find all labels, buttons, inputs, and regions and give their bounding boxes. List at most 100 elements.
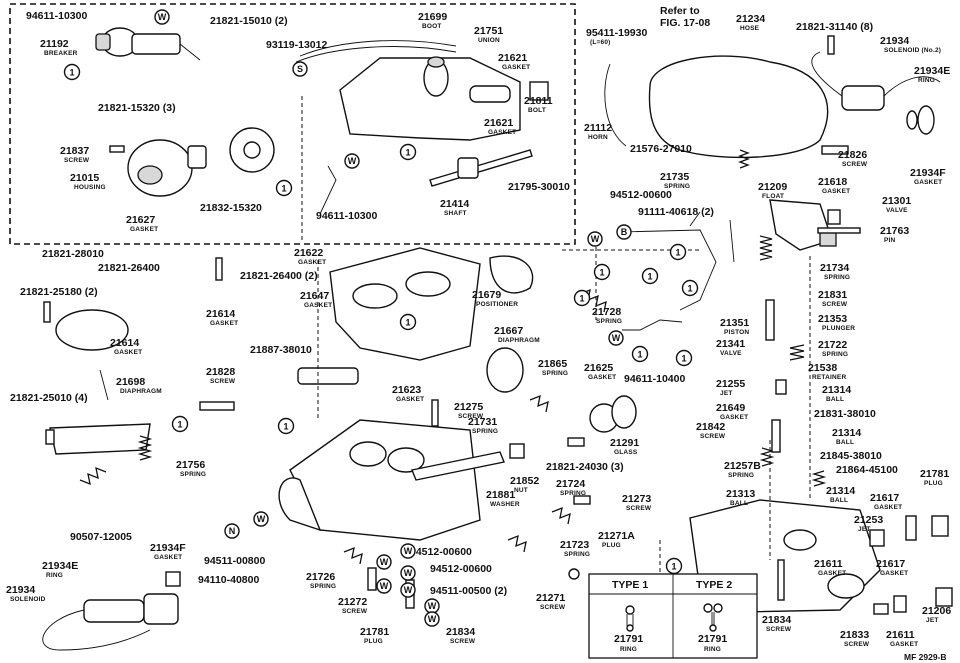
part-number: 21253	[854, 514, 883, 526]
part-number: 21934E	[42, 560, 78, 572]
part-name: SCREW	[64, 157, 90, 164]
part-callout: 21832-15320	[200, 202, 262, 214]
part-number: 21934F	[150, 542, 186, 554]
reference-circle	[275, 179, 293, 197]
part-name: SPRING	[542, 370, 568, 377]
part-name: GASKET	[304, 302, 332, 309]
part-number: 21781	[920, 468, 949, 480]
reference-circle	[277, 417, 295, 435]
part-number: 95411-19930	[586, 27, 647, 39]
part-number: 21206	[922, 605, 951, 617]
part-callout: 21821-25180 (2)	[20, 286, 98, 298]
part-number: 94511-00500 (2)	[430, 585, 507, 597]
type-table: TYPE 1 TYPE 2 21791 RING 21791 RING	[588, 573, 758, 659]
part-callout: 91111-40618 (2)	[638, 206, 714, 218]
marker-circle	[224, 523, 240, 539]
part-name: SPRING	[472, 428, 498, 435]
part-name: SCREW	[458, 413, 484, 420]
marker-letter: W	[158, 12, 167, 22]
part-name: GASKET	[874, 504, 902, 511]
part-number: 21845-38010	[820, 450, 882, 462]
part-name: GASKET	[914, 179, 942, 186]
part-number: 21273	[622, 493, 651, 505]
reference-number: 1	[675, 248, 680, 258]
part-name: SCREW	[842, 161, 868, 168]
part-number: 21864-45100	[836, 464, 898, 476]
part-name: GASKET	[822, 188, 850, 195]
part-callout: 21821-15320 (3)	[98, 102, 176, 114]
part-number: 21627	[126, 214, 155, 226]
part-number: 21614	[206, 308, 235, 320]
part-name: GASKET	[114, 349, 142, 356]
reference-number: 1	[671, 562, 676, 572]
part-number: 21576-27010	[630, 143, 692, 155]
part-number: 21353	[818, 313, 847, 325]
part-name: NUT	[514, 487, 528, 494]
part-number: 21831	[818, 289, 847, 301]
part-name: SPRING	[560, 490, 586, 497]
part-name: SHAFT	[444, 210, 467, 217]
part-number: 21834	[762, 614, 791, 626]
part-callout: 21576-27010	[630, 143, 692, 155]
marker-w: W	[424, 598, 440, 614]
reference-circle	[681, 279, 699, 297]
part-number: 21291	[610, 437, 639, 449]
figure-code: MF 2929-B	[904, 652, 947, 662]
marker-circle	[400, 565, 416, 581]
part-number: 21795-30010	[508, 181, 570, 193]
part-number: 94512-00600	[410, 546, 472, 558]
part-name: BOOT	[422, 23, 442, 30]
part-number: 21821-24030 (3)	[546, 461, 624, 473]
reference-circle	[399, 143, 417, 161]
part-name: DIAPHRAGM	[498, 337, 540, 344]
part-name: GASKET	[588, 374, 616, 381]
part-name: BALL	[830, 497, 848, 504]
diaphragm-left-drawing	[49, 309, 151, 455]
part-number: 21724	[556, 478, 585, 490]
part-number: 21622	[294, 247, 323, 259]
part-callout: 94512-00600	[610, 189, 672, 201]
marker-n: N	[224, 523, 240, 539]
marker-letter: B	[621, 227, 628, 237]
part-number: 21821-15320 (3)	[98, 102, 176, 114]
part-name: GASKET	[488, 129, 516, 136]
part-number: 21314	[822, 384, 851, 396]
reference-marker: 1	[665, 557, 683, 575]
shaft-drawing	[429, 149, 533, 187]
part-name: FLOAT	[762, 193, 784, 200]
reference-number: 1	[687, 284, 692, 294]
part-name: HOSE	[740, 25, 760, 32]
reference-marker: 1	[641, 267, 659, 285]
marker-w: W	[376, 554, 392, 570]
reference-circle	[171, 415, 189, 433]
reference-circle	[63, 63, 81, 81]
part-name: GLASS	[614, 449, 638, 456]
part-number: 21414	[440, 198, 469, 210]
part-number: 21728	[592, 306, 621, 318]
solenoid-bottom-drawing	[42, 593, 179, 651]
part-number: 21351	[720, 317, 749, 329]
reference-circle	[399, 313, 417, 331]
rods	[319, 165, 735, 331]
part-number: 21621	[498, 52, 527, 64]
part-name: SOLENOID (No.2)	[884, 47, 941, 54]
part-name: GASKET	[298, 259, 326, 266]
reference-number: 1	[281, 184, 286, 194]
part-number: 21934F	[910, 167, 946, 179]
ring-type2-drawing	[703, 603, 723, 632]
